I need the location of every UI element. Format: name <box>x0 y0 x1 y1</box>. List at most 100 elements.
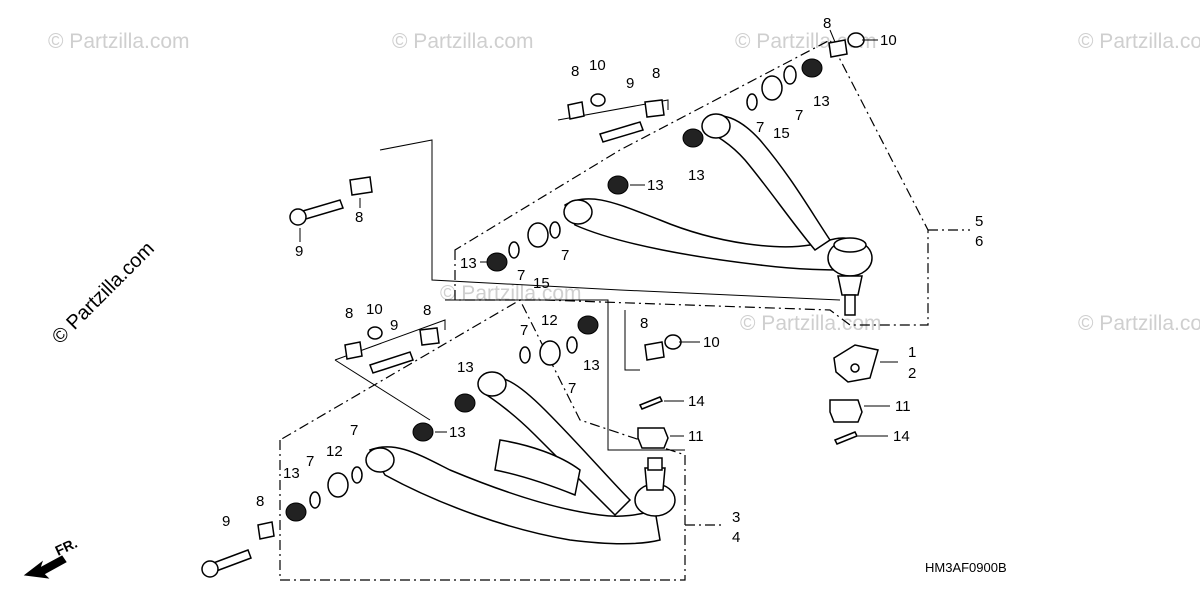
upper-collar-8a <box>828 39 848 58</box>
callout-upper-8c: 8 <box>652 65 660 82</box>
callout-lower-9a: 9 <box>390 317 398 334</box>
castle-nut-11b <box>637 427 669 449</box>
lower-ring-7d <box>351 466 363 484</box>
callout-upper-15b: 15 <box>533 275 550 292</box>
callout-ref-2: 2 <box>908 365 916 382</box>
watermark-mid: © Partzilla.com <box>440 282 582 305</box>
upper-bolt-9d-head <box>289 208 307 226</box>
callout-ref-14a: 14 <box>688 393 705 410</box>
lower-ball-stud <box>644 467 666 491</box>
upper-arm-front-bushing <box>563 199 593 225</box>
lower-bracket-right <box>624 310 640 371</box>
front-direction-marker: FR. <box>23 535 80 579</box>
lower-washer-10a <box>367 326 383 340</box>
upper-bolt-9b <box>599 121 644 143</box>
callout-upper-13d: 13 <box>460 255 477 272</box>
lower-bolt-9e-head <box>201 560 219 578</box>
callout-upper-8b: 8 <box>571 63 579 80</box>
bracket-hole <box>850 363 860 373</box>
callout-upper-13c: 13 <box>647 177 664 194</box>
front-marker-label: FR. <box>53 535 80 559</box>
cotter-pin-14b <box>833 431 859 445</box>
upper-ring-7a <box>783 65 797 85</box>
lower-arm-assembly: 8 10 9 8 7 12 7 13 13 13 8 10 7 12 7 13 … <box>201 299 740 581</box>
upper-washer-10b <box>590 93 606 107</box>
watermark-top-1: © Partzilla.com <box>48 30 190 53</box>
upper-arm-assembly: 8 10 13 8 10 9 8 7 7 15 13 13 8 9 13 7 1… <box>289 15 983 326</box>
callout-lower-8e: 8 <box>256 493 264 510</box>
callout-lower-7b: 7 <box>568 380 576 397</box>
lower-ring-7b <box>566 336 578 354</box>
callout-upper-8a: 8 <box>823 15 831 32</box>
lower-seal-13a <box>577 315 599 335</box>
upper-ring-7e <box>549 221 561 239</box>
upper-bushing-15b <box>527 222 549 248</box>
upper-seal-13d <box>486 252 508 272</box>
callout-upper-13a: 13 <box>813 93 830 110</box>
upper-ring-7b <box>746 93 758 111</box>
leader-8a <box>829 29 836 43</box>
callout-upper-9b: 9 <box>626 75 634 92</box>
callout-upper-10a: 10 <box>880 32 897 49</box>
upper-seal-13b <box>682 128 704 148</box>
callout-upper-13b: 13 <box>688 167 705 184</box>
upper-ball-stud <box>837 275 863 296</box>
watermark-rotated: © Partzilla.com <box>48 238 159 349</box>
callout-upper-7b: 7 <box>795 107 803 124</box>
callout-ref-3: 3 <box>732 509 740 526</box>
callout-ref-6: 6 <box>975 233 983 250</box>
callout-lower-13c: 13 <box>449 424 466 441</box>
lower-collar-8c <box>644 341 665 361</box>
lower-ball-stud-thread <box>647 457 663 471</box>
callout-lower-10a: 10 <box>366 301 383 318</box>
upper-bushing-15a <box>761 75 783 101</box>
lower-seal-13d <box>285 502 307 522</box>
lower-ring-7c <box>309 491 321 509</box>
lower-collar-8b <box>419 327 440 346</box>
callout-lower-13b: 13 <box>457 359 474 376</box>
lower-arm-shock-mount <box>494 439 581 497</box>
lower-bolt-9a <box>369 351 414 374</box>
callout-lower-12c: 12 <box>326 443 343 460</box>
upper-collar-8c <box>644 99 665 118</box>
callout-lower-13a: 13 <box>583 357 600 374</box>
lower-ring-7a <box>519 346 531 364</box>
lower-seal-13c <box>412 422 434 442</box>
upper-washer-10a <box>847 32 865 48</box>
lower-collar-8a <box>344 341 363 360</box>
upper-arm-front-leg <box>564 198 851 271</box>
callout-lower-8c: 8 <box>640 315 648 332</box>
upper-bracket-line <box>379 139 841 301</box>
callout-lower-12a: 12 <box>541 312 558 329</box>
diagram-code: HM3AF0900B <box>925 560 1007 575</box>
callout-upper-7d: 7 <box>517 267 525 284</box>
callout-upper-10b: 10 <box>589 57 606 74</box>
callout-lower-9e: 9 <box>222 513 230 530</box>
callout-upper-8d: 8 <box>355 209 363 226</box>
lower-arm-front-bushing <box>365 447 395 473</box>
lower-bracket-diag <box>334 359 431 421</box>
upper-arm-rear-leg <box>704 115 832 251</box>
lower-bushing-12c <box>327 472 349 498</box>
upper-ball-stud-thread <box>844 294 856 316</box>
callout-ref-11b: 11 <box>688 428 704 445</box>
lower-bushing-12a <box>539 340 561 366</box>
upper-ball-joint-top <box>833 237 867 253</box>
front-arrow-icon <box>23 555 67 579</box>
watermark-right: © Partzilla.com <box>1078 312 1200 335</box>
lower-arm-rear-bushing <box>477 371 507 397</box>
callout-upper-7a: 7 <box>756 119 764 136</box>
upper-arm-rear-bushing <box>701 113 731 139</box>
callout-ref-5: 5 <box>975 213 983 230</box>
callout-ref-1: 1 <box>908 344 916 361</box>
callout-upper-15a: 15 <box>773 125 790 142</box>
callout-lower-7a: 7 <box>520 322 528 339</box>
callout-ref-4: 4 <box>732 529 740 546</box>
upper-ring-7d <box>508 241 520 259</box>
upper-bracket-top <box>557 99 669 121</box>
callout-lower-7d: 7 <box>350 422 358 439</box>
callout-lower-8b: 8 <box>423 302 431 319</box>
callout-lower-10c: 10 <box>703 334 720 351</box>
upper-seal-13c <box>607 175 629 195</box>
